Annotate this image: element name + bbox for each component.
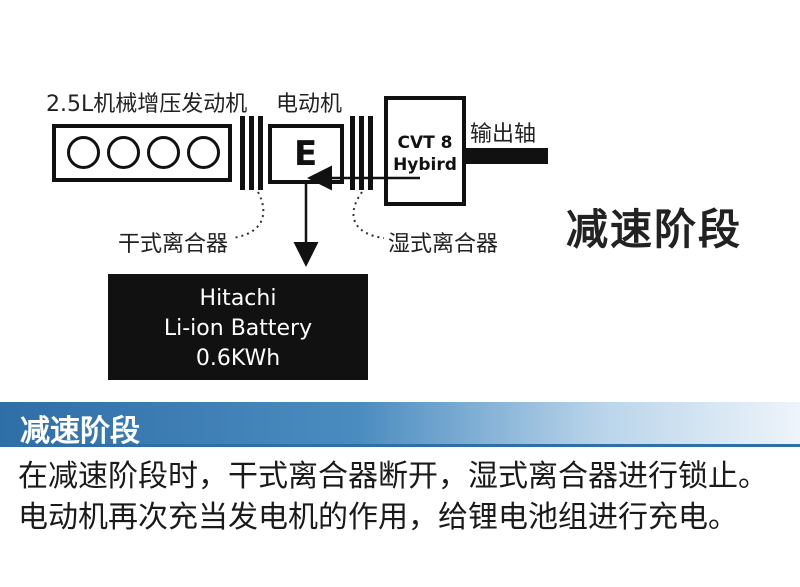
engine-block [52, 124, 232, 182]
engine-cylinder [147, 136, 180, 169]
section-title: 减速阶段 [20, 414, 140, 449]
flow-arrows [231, 165, 420, 267]
clutch-plate [350, 116, 355, 190]
battery-line3: 0.6KWh [195, 346, 281, 371]
dry-clutch-label: 干式离合器 [118, 232, 229, 257]
motor-block: E [268, 124, 344, 184]
engine-cylinder [67, 136, 100, 169]
dry-clutch-leader [231, 191, 265, 239]
cvt-label-line2: Hybird [393, 155, 457, 175]
output-shaft [466, 148, 548, 164]
section-description: 在减速阶段时，干式离合器断开，湿式离合器进行锁止。电动机再次充当发电机的作用，给… [18, 459, 768, 535]
powertrain-diagram: 2.5L机械增压发动机 电动机 E CVT 8 Hybird 输出轴 减速阶段 [46, 92, 743, 380]
stage-title: 减速阶段 [566, 205, 743, 254]
cvt-label: CVT 8 Hybird [388, 132, 462, 176]
clutch-plate [240, 116, 245, 190]
battery-line1: Hitachi [199, 286, 277, 311]
wet-clutch-leader [352, 191, 385, 239]
clutch-plate [368, 116, 373, 190]
battery-line2: Li-ion Battery [163, 316, 313, 341]
clutch-plate [359, 116, 364, 190]
section-divider [0, 444, 800, 447]
output-shaft-label: 输出轴 [470, 122, 537, 147]
engine-cylinder [187, 136, 220, 169]
motor-letter: E [294, 134, 318, 174]
cvt-label-line1: CVT 8 [397, 133, 453, 153]
engine-cylinder [107, 136, 140, 169]
clutch-plate [249, 116, 254, 190]
clutch-plate [258, 116, 263, 190]
engine-label: 2.5L机械增压发动机 [46, 92, 248, 117]
battery-block: Hitachi Li-ion Battery 0.6KWh [108, 274, 368, 380]
wet-clutch-label: 湿式离合器 [388, 232, 499, 257]
cvt-block: CVT 8 Hybird [384, 96, 466, 206]
motor-label: 电动机 [276, 92, 343, 117]
section-header: 减速阶段 [0, 402, 800, 449]
